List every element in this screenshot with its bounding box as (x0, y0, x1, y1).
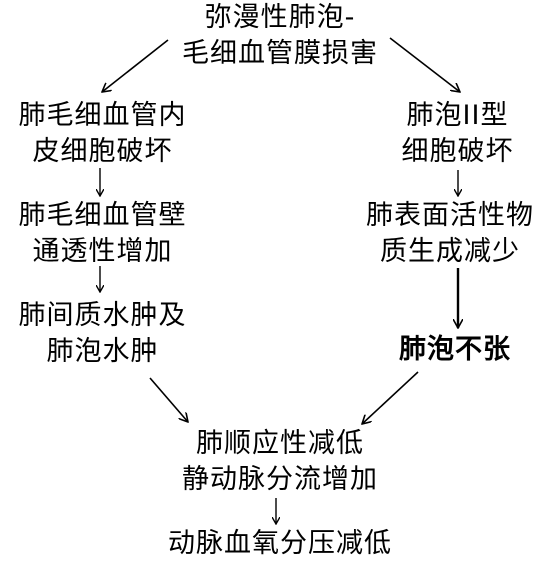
node-bottom: 动脉血氧分压减低 (125, 526, 435, 562)
node-left1: 肺毛细血管内 皮细胞破坏 (0, 98, 205, 170)
node-left2: 肺毛细血管壁 通透性增加 (0, 198, 205, 270)
node-left3-line1: 肺间质水肿及 (18, 300, 187, 331)
node-left2-line1: 肺毛细血管壁 (18, 200, 187, 231)
node-top-line2: 毛细血管膜损害 (182, 38, 378, 69)
node-left3-line2: 肺泡水肿 (46, 336, 159, 367)
node-center-line2: 静动脉分流增加 (182, 464, 378, 495)
node-top-line1: 弥漫性肺泡- (204, 2, 356, 33)
arrow-right3-to-center (362, 371, 419, 424)
node-left3: 肺间质水肿及 肺泡水肿 (0, 298, 205, 370)
node-right1-line1: 肺泡II型 (406, 100, 509, 131)
node-right2-line1: 肺表面活性物 (366, 200, 534, 231)
node-top: 弥漫性肺泡- 毛细血管膜损害 (150, 0, 410, 72)
node-right3-line1: 肺泡不张 (399, 334, 511, 365)
node-bottom-line1: 动脉血氧分压减低 (168, 528, 392, 559)
node-left1-line1: 肺毛细血管内 (18, 100, 187, 131)
node-right1: 肺泡II型 细胞破坏 (365, 98, 550, 170)
arrow-top-to-right (389, 37, 460, 92)
node-center-line1: 肺顺应性减低 (196, 428, 364, 459)
node-right1-line2: 细胞破坏 (401, 136, 514, 167)
node-right2-line2: 质生成减少 (380, 236, 520, 267)
node-center: 肺顺应性减低 静动脉分流增加 (150, 426, 410, 498)
arrow-top-to-left (102, 39, 169, 92)
node-right2: 肺表面活性物 质生成减少 (350, 198, 550, 270)
node-right3: 肺泡不张 (375, 332, 535, 368)
node-left2-line2: 通透性增加 (32, 236, 173, 267)
arrow-left3-to-center (149, 377, 188, 422)
node-left1-line2: 皮细胞破坏 (32, 136, 173, 167)
